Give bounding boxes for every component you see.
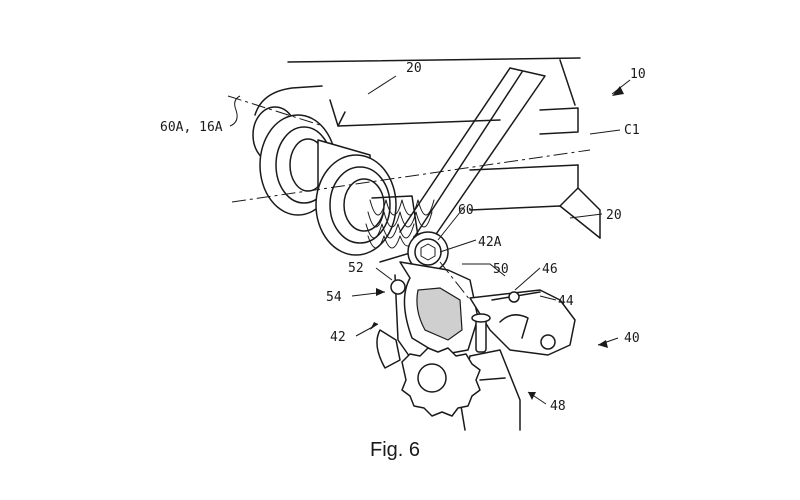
label-42a: 42A [478, 235, 502, 250]
figure-caption: Fig. 6 [370, 439, 420, 461]
label-c1: C1 [624, 123, 640, 138]
label-20-lower: 20 [606, 208, 622, 223]
guide-pulley [376, 329, 481, 417]
leader-lines [229, 75, 631, 405]
pivot-bolt [407, 231, 449, 273]
label-60a-16a: 60A, 16A [160, 120, 223, 135]
label-60: 60 [458, 203, 474, 218]
derailleur-body [469, 289, 576, 356]
label-52: 52 [348, 261, 364, 276]
label-54: 54 [326, 290, 342, 305]
label-48: 48 [550, 399, 566, 414]
bracket-member [390, 261, 479, 361]
label-40: 40 [624, 331, 640, 346]
link-arm [399, 67, 546, 241]
label-20-upper: 20 [406, 61, 422, 76]
label-10: 10 [630, 67, 646, 82]
axis-lines [227, 95, 591, 301]
label-42: 42 [330, 330, 346, 345]
coil-spring [365, 195, 435, 263]
lower-frame-tube [469, 164, 601, 239]
upper-frame-tube [254, 57, 581, 135]
label-46: 46 [542, 262, 558, 277]
label-44: 44 [558, 294, 574, 309]
label-50: 50 [493, 262, 509, 277]
